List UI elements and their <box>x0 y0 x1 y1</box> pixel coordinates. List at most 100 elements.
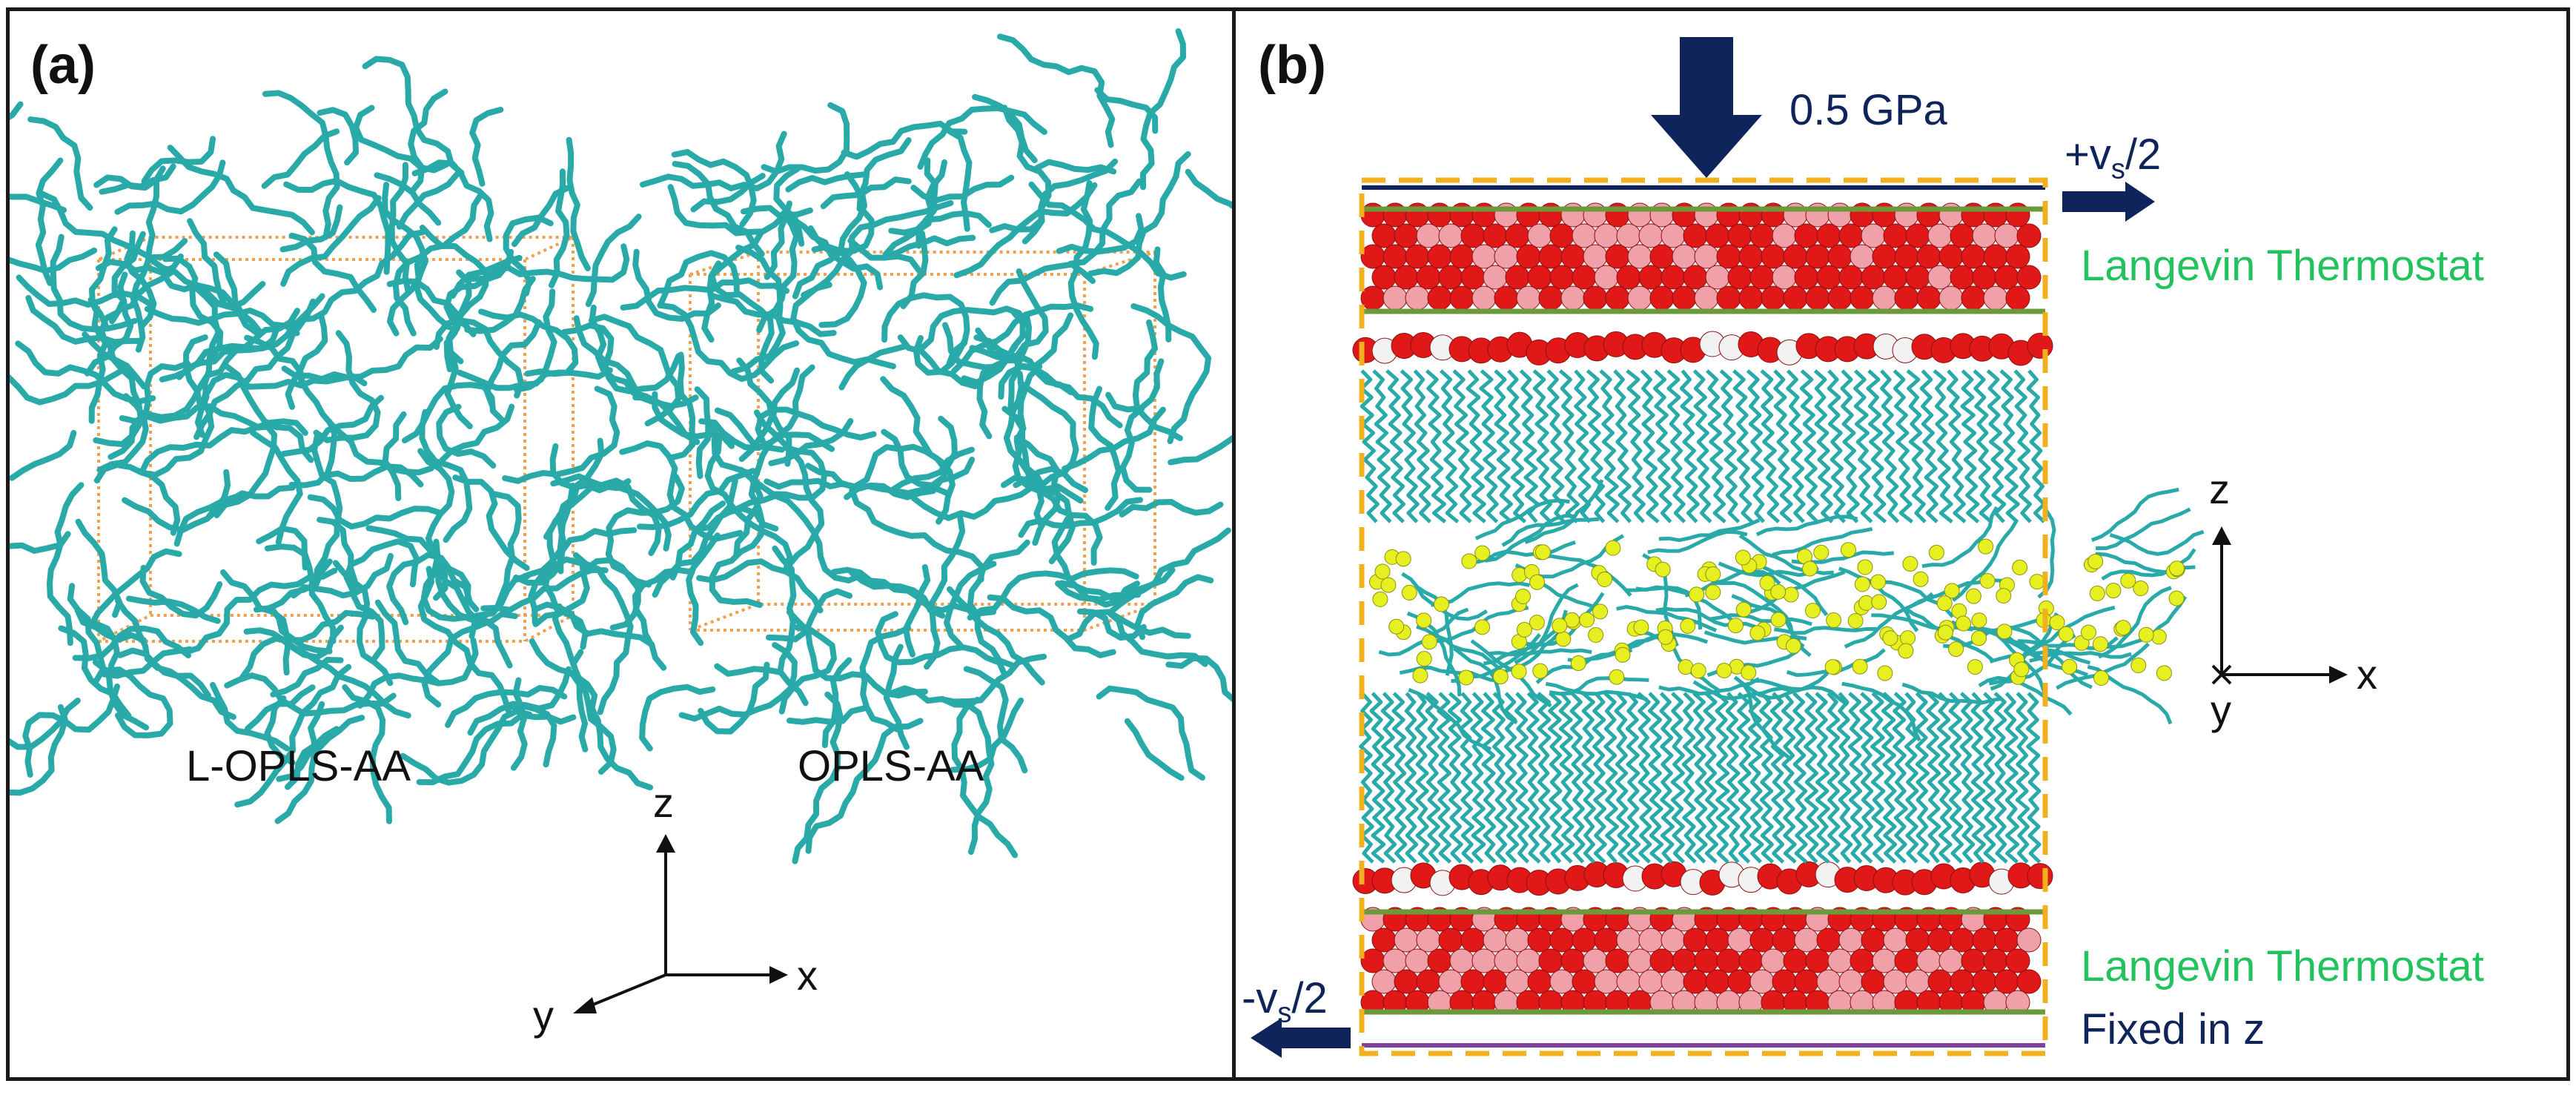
slab-atom <box>1938 244 1964 269</box>
slab-atom <box>2016 927 2042 953</box>
ordered-chain <box>1725 692 1741 864</box>
slab-atom <box>1505 265 1530 290</box>
ordered-chain <box>1813 369 1834 523</box>
slab-atom <box>1883 265 1908 290</box>
headgroup-atom <box>1705 584 1721 601</box>
slab-atom <box>1761 948 1786 973</box>
slab-atom <box>1394 223 1419 248</box>
slab-atom <box>1638 223 1663 248</box>
ordered-chain <box>1519 369 1540 523</box>
headgroup-atom <box>1529 574 1546 590</box>
alkane-chain <box>160 271 259 336</box>
slab-atom <box>1950 265 1975 290</box>
alkane-chain <box>910 471 1039 521</box>
ordered-chain <box>1506 369 1527 523</box>
slab-atom <box>1794 969 1819 994</box>
headgroup-atom <box>1516 621 1532 638</box>
panel-a: (a) <box>6 7 1239 1081</box>
headgroup-atom <box>1615 646 1631 663</box>
ordered-chain <box>1548 692 1564 864</box>
slab-atom <box>1938 948 1964 973</box>
alkane-chain <box>386 552 480 626</box>
alkane-chain <box>1132 319 1183 442</box>
panel-a-axes <box>573 834 788 1013</box>
panel-b: (b) <box>1232 7 2570 1081</box>
slab-atom <box>1416 969 1441 994</box>
slab-atom <box>1927 969 1953 994</box>
alkane-chain <box>773 165 805 247</box>
slab-atom <box>1494 285 1519 311</box>
alkane-chain <box>411 159 494 242</box>
headgroup-atom <box>1783 586 1799 603</box>
alkane-chain <box>694 386 712 480</box>
headgroup-atom <box>1680 618 1696 634</box>
slab-atom <box>1972 927 1997 953</box>
ordered-chain <box>1892 692 1908 864</box>
alkane-chain <box>636 468 756 530</box>
alkane-chain <box>765 588 853 643</box>
axis-y-label: y <box>533 992 554 1039</box>
slab-atom <box>1983 244 2008 269</box>
alkane-chain <box>1013 466 1088 494</box>
slab-atom <box>1694 244 1719 269</box>
slab-atom <box>1494 244 1519 269</box>
alkane-chain <box>620 277 790 311</box>
alkane-chain <box>639 684 716 752</box>
ordered-chain <box>1847 692 1864 864</box>
slab-atom <box>1961 948 1986 973</box>
slab-atom <box>1383 285 1408 311</box>
alkane-chain <box>755 406 877 445</box>
headgroup-atom <box>1770 612 1787 628</box>
slab-atom <box>1516 244 1541 269</box>
alkane-chain <box>1056 213 1145 255</box>
pressure-arrow <box>1651 37 1762 178</box>
headgroup-atom <box>1996 588 2012 604</box>
headgroup-atom <box>1996 623 2013 640</box>
alkane-chain <box>588 314 682 427</box>
headgroup-atom <box>1401 584 1417 601</box>
alkane-chain <box>483 319 542 408</box>
headgroup-atom <box>2156 665 2172 681</box>
alkane-chain <box>561 322 682 394</box>
alkane-chain <box>15 340 156 405</box>
slab-atom <box>1560 948 1586 973</box>
slab-atom <box>1538 244 1563 269</box>
slab-atom <box>1827 244 1852 269</box>
alkane-chain <box>1124 718 1185 781</box>
ordered-chain <box>1400 369 1420 523</box>
interfacial-chain <box>1514 583 1579 665</box>
alkane-chain <box>122 469 231 533</box>
headgroup-atom <box>2087 553 2104 569</box>
alkane-chain <box>502 386 620 484</box>
fixed-region-lines <box>1362 185 2045 1048</box>
alkane-chain <box>10 531 71 554</box>
slab-atom <box>1672 948 1697 973</box>
alkane-chain <box>903 563 931 658</box>
alkane-chain <box>953 180 1093 279</box>
headgroup-atom <box>1511 664 1527 680</box>
thermostat-lines <box>1362 206 2045 1015</box>
headgroup-atom <box>1870 574 1887 590</box>
alkane-chain <box>234 664 352 808</box>
alkane-chain <box>570 649 654 791</box>
alkane-chain <box>388 162 411 294</box>
alkane-chain <box>913 334 968 376</box>
ordered-chain <box>1447 692 1463 864</box>
slab-atom <box>1405 244 1430 269</box>
headgroup-atom <box>1579 612 1595 628</box>
headgroup-atom <box>2062 658 2078 675</box>
headgroup-atom <box>1928 544 1944 560</box>
slab-atom <box>1883 223 1908 248</box>
slab-atom <box>1861 969 1886 994</box>
alkane-chain <box>92 659 173 738</box>
slab-atom <box>1749 969 1775 994</box>
slab-atom <box>1627 285 1652 311</box>
slab-atom <box>1961 244 1986 269</box>
headgroup-atom <box>1741 664 1757 681</box>
alkane-chain <box>213 421 277 519</box>
alkane-chain <box>1119 499 1224 517</box>
alkane-chain <box>950 697 1024 773</box>
ordered-chain <box>1970 692 1986 864</box>
slab-atom <box>1383 244 1408 269</box>
ordered-chain <box>1626 369 1646 523</box>
